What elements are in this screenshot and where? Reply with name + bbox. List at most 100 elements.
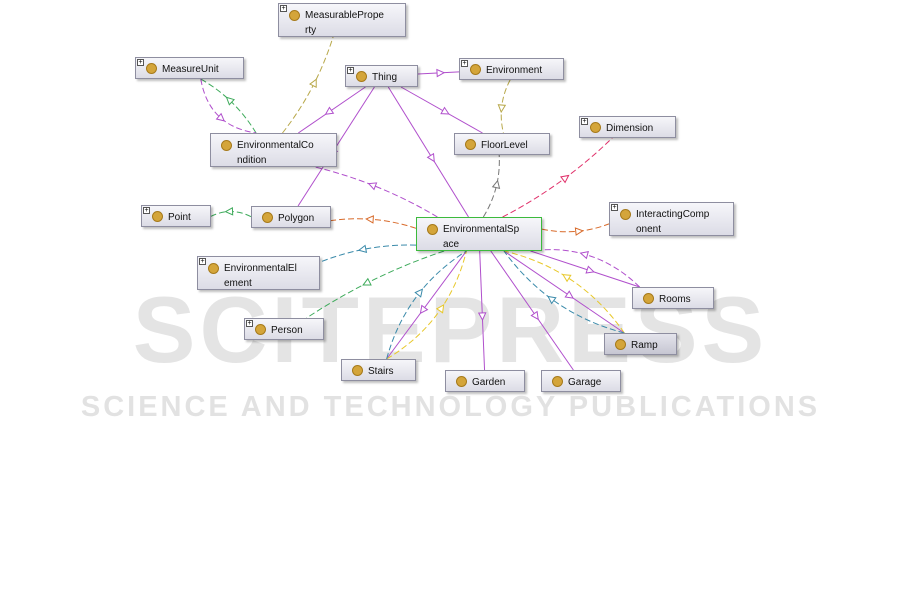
class-circle-icon <box>289 10 300 21</box>
arrowhead-stairs-to-envspace <box>437 305 444 313</box>
expand-toggle-icon[interactable]: + <box>611 204 618 211</box>
edge-envspace-to-garden <box>480 251 485 370</box>
class-node-label: ace <box>443 237 535 252</box>
class-circle-icon <box>427 224 438 235</box>
arrowhead-envspace-to-rooms <box>586 266 594 273</box>
edge-measureunit-to-envcond <box>201 79 256 133</box>
edge-envcond-to-measureunit <box>201 79 256 133</box>
class-circle-icon <box>152 211 163 222</box>
arrowhead-envspace-to-person <box>363 279 371 285</box>
edge-thing-to-floorlevel <box>401 87 483 133</box>
arrowhead-envspace-to-ramp <box>565 291 573 298</box>
class-node-garage[interactable]: Garage <box>541 370 621 392</box>
class-node-garden[interactable]: Garden <box>445 370 525 392</box>
class-node-label: onent <box>636 222 727 237</box>
class-circle-icon <box>352 365 363 376</box>
arrowhead-envcond-to-measurable <box>310 79 316 87</box>
class-circle-icon <box>643 293 654 304</box>
class-node-measureunit[interactable]: + MeasureUnit <box>135 57 244 79</box>
class-node-label: EnvironmentalEl <box>224 261 313 276</box>
class-node-rooms[interactable]: Rooms <box>632 287 714 309</box>
class-circle-icon <box>208 263 219 274</box>
class-circle-icon <box>262 212 273 223</box>
class-node-label: Ramp <box>631 338 670 353</box>
class-node-label: Dimension <box>606 121 669 136</box>
class-node-environment[interactable]: + Environment <box>459 58 564 80</box>
edge-envspace-to-envcond <box>315 167 437 217</box>
edge-envspace-to-envelement <box>320 245 416 262</box>
arrowhead-envspace-to-dimension <box>561 175 569 182</box>
class-circle-icon <box>552 376 563 387</box>
class-node-polygon[interactable]: Polygon <box>251 206 331 228</box>
expand-toggle-icon[interactable]: + <box>347 67 354 74</box>
arrowhead-envspace-to-garden <box>479 313 486 320</box>
class-node-label: Environment <box>486 63 557 78</box>
arrowhead-thing-to-envspace <box>428 154 435 162</box>
expand-toggle-icon[interactable]: + <box>137 59 144 66</box>
class-node-stairs[interactable]: Stairs <box>341 359 416 381</box>
class-circle-icon <box>356 71 367 82</box>
class-circle-icon <box>470 64 481 75</box>
arrowhead-envspace-to-envcond <box>369 183 377 190</box>
class-circle-icon <box>221 140 232 151</box>
class-node-person[interactable]: + Person <box>244 318 324 340</box>
class-circle-icon <box>620 209 631 220</box>
arrowhead-ramp-to-envspace <box>548 296 556 303</box>
edge-envspace-to-ramp <box>504 251 624 333</box>
arrowhead-polygon-to-point <box>226 208 233 215</box>
arrowhead-envspace-to-interacting <box>575 228 582 235</box>
arrowhead-ramp-to-envspace <box>563 275 571 282</box>
expand-toggle-icon[interactable]: + <box>199 258 206 265</box>
class-node-label: rty <box>305 23 399 38</box>
class-node-label: EnvironmentalSp <box>443 222 535 237</box>
class-node-ramp[interactable]: Ramp <box>604 333 677 355</box>
class-node-label: Thing <box>372 70 411 85</box>
class-node-label: Rooms <box>659 292 707 307</box>
arrowhead-envspace-to-garage <box>531 312 538 320</box>
expand-toggle-icon[interactable]: + <box>461 60 468 67</box>
class-circle-icon <box>590 122 601 133</box>
arrowhead-thing-to-floorlevel <box>441 108 449 114</box>
class-node-label: Stairs <box>368 364 409 379</box>
edge-envcond-to-measurable <box>282 37 333 133</box>
edge-envspace-to-stairs <box>387 251 467 359</box>
class-circle-icon <box>146 63 157 74</box>
class-circle-icon <box>255 324 266 335</box>
class-node-floorlevel[interactable]: FloorLevel <box>454 133 550 155</box>
class-circle-icon <box>615 339 626 350</box>
class-node-thing[interactable]: + Thing <box>345 65 418 87</box>
class-node-label: Garden <box>472 375 518 390</box>
class-node-label: EnvironmentalCo <box>237 138 330 153</box>
class-node-dimension[interactable]: + Dimension <box>579 116 676 138</box>
arrowhead-thing-to-environment <box>437 70 444 77</box>
expand-toggle-icon[interactable]: + <box>581 118 588 125</box>
arrowhead-stairs-to-envspace <box>415 289 422 297</box>
class-circle-icon <box>465 139 476 150</box>
class-node-label: Polygon <box>278 211 324 226</box>
class-node-label: MeasurablePrope <box>305 8 399 23</box>
expand-toggle-icon[interactable]: + <box>246 320 253 327</box>
class-node-label: Garage <box>568 375 614 390</box>
arrowhead-envspace-to-polygon <box>366 216 373 223</box>
edge-envspace-to-garage <box>491 251 574 370</box>
expand-toggle-icon[interactable]: + <box>280 5 287 12</box>
arrowhead-thing-to-envcond <box>326 107 334 114</box>
class-node-point[interactable]: + Point <box>141 205 211 227</box>
class-node-label: Point <box>168 210 204 225</box>
class-node-label: ndition <box>237 153 330 168</box>
expand-toggle-icon[interactable]: + <box>143 207 150 214</box>
arrowhead-envspace-to-floorlevel <box>493 181 500 189</box>
class-node-label: ement <box>224 276 313 291</box>
class-node-label: FloorLevel <box>481 138 543 153</box>
class-node-label: MeasureUnit <box>162 62 237 77</box>
class-node-label: Person <box>271 323 317 338</box>
class-node-label: InteractingComp <box>636 207 727 222</box>
arrowhead-envspace-to-stairs <box>420 306 427 314</box>
